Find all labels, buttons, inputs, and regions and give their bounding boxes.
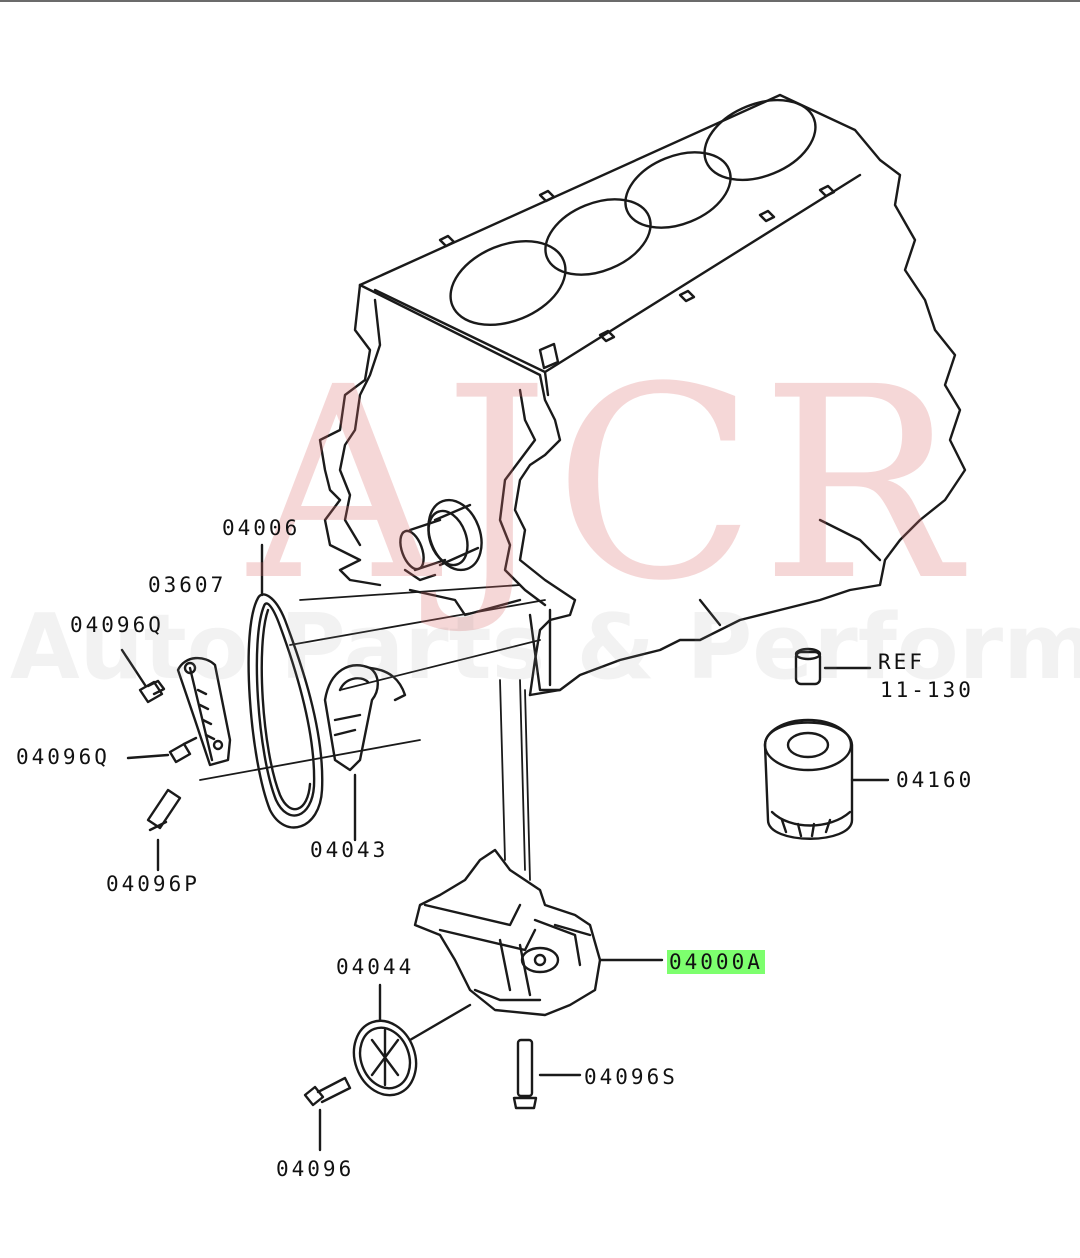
label-04044: 04044 — [336, 955, 415, 979]
highlighted-part-number: 04000A — [667, 950, 765, 974]
label-04096: 04096 — [276, 1157, 355, 1181]
assembly-lines — [199, 584, 546, 881]
label-04160: 04160 — [896, 768, 975, 792]
watermark-tagline: Auto Parts & Performance — [10, 595, 1080, 700]
label-04000a: 04000A — [667, 950, 765, 974]
oil-pump — [413, 848, 664, 1017]
watermark-logo: AJCR — [248, 331, 964, 639]
oil-filter — [763, 647, 890, 840]
pump-sprocket — [352, 983, 472, 1097]
label-04096q-mid: 04096Q — [16, 745, 110, 769]
label-04006: 04006 — [222, 516, 301, 540]
label-04096s: 04096S — [584, 1065, 678, 1089]
label-ref-page: 11-130 — [880, 678, 974, 702]
bolts-left — [120, 648, 198, 872]
bolt-04096 — [303, 1076, 352, 1152]
engine-block — [318, 93, 967, 697]
timing-chain — [247, 593, 324, 829]
crankshaft-sprocket — [399, 498, 522, 617]
label-04043: 04043 — [310, 838, 389, 862]
label-ref: REF — [878, 650, 925, 674]
chain-guide — [176, 656, 232, 767]
label-04096p: 04096P — [106, 872, 200, 896]
tensioner-arm — [323, 664, 407, 842]
label-03607: 03607 — [148, 573, 227, 597]
label-04096q-top: 04096Q — [70, 613, 164, 637]
top-border — [0, 0, 1080, 2]
bolt-04096s — [512, 1038, 582, 1110]
